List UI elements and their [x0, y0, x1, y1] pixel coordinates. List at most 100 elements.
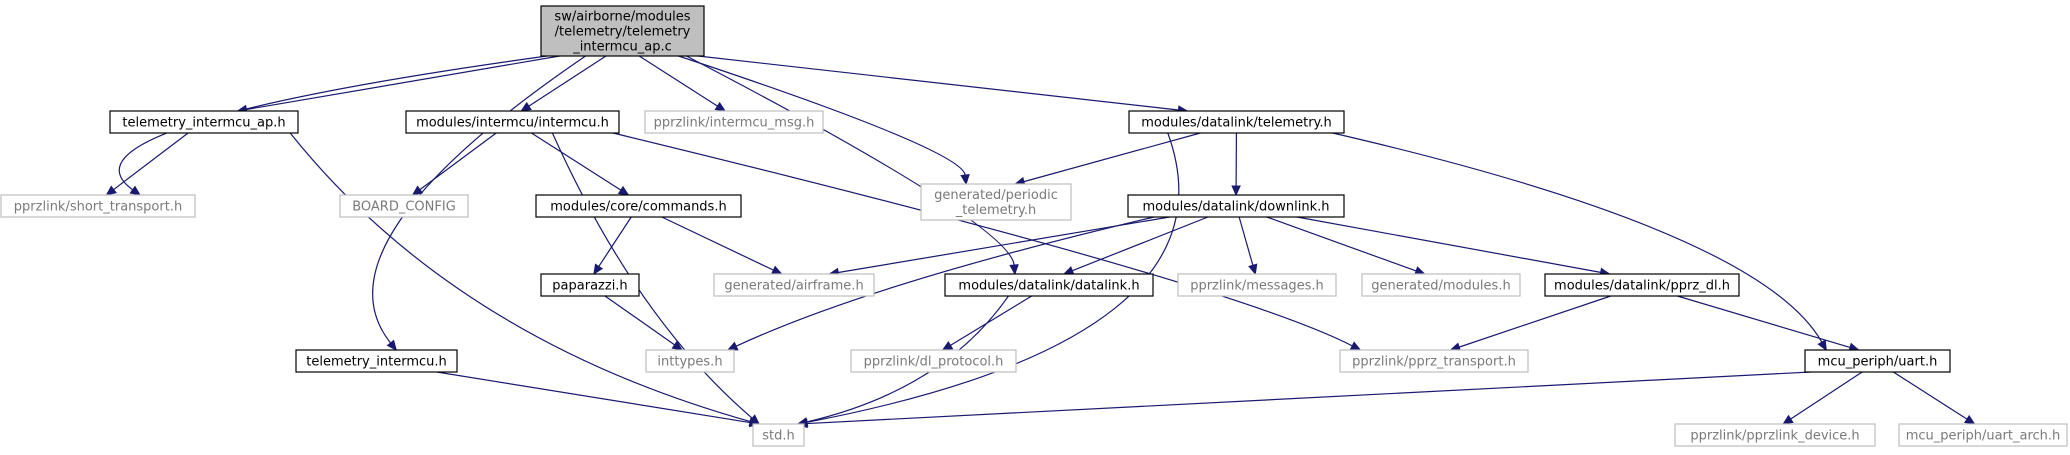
- node-datalink[interactable]: modules/datalink/datalink.h: [944, 273, 1154, 297]
- node-box: [1674, 423, 1876, 447]
- node-downlink[interactable]: modules/datalink/downlink.h: [1127, 194, 1345, 218]
- node-label: generated/periodic: [934, 188, 1058, 203]
- node-label: _intermcu_ap.c: [572, 40, 672, 55]
- arrowhead-icon: [1248, 263, 1258, 276]
- node-root[interactable]: sw/airborne/modules/telemetry/telemetry_…: [540, 5, 705, 57]
- node-uart[interactable]: mcu_periph/uart.h: [1804, 349, 1951, 373]
- node-box: [540, 273, 640, 297]
- edge-downlink-to-inttypes: [735, 216, 1155, 347]
- arrowhead-icon: [960, 174, 970, 186]
- edge-downlink-to-datalink: [1072, 216, 1209, 272]
- node-box: [1544, 273, 1740, 297]
- node-box: [109, 110, 299, 134]
- node-label: modules/core/commands.h: [550, 200, 726, 215]
- node-box: [752, 423, 805, 447]
- edge-dl-telemetry-to-periodic-tel: [1023, 132, 1201, 183]
- node-std: std.h: [752, 423, 805, 447]
- node-uart-arch: mcu_periph/uart_arch.h: [1898, 423, 2068, 447]
- edge-pprz-dl-to-uart: [1677, 295, 1851, 349]
- node-label: paparazzi.h: [552, 279, 627, 294]
- node-short-transport: pprzlink/short_transport.h: [0, 194, 196, 218]
- edge-uart-to-std: [806, 371, 1812, 425]
- node-commands[interactable]: modules/core/commands.h: [535, 194, 742, 218]
- node-label: inttypes.h: [657, 355, 722, 370]
- edge-root-to-datalink: [686, 55, 1015, 266]
- arrowhead-icon: [671, 340, 684, 351]
- arrowhead-icon: [129, 185, 141, 196]
- node-box: [713, 273, 875, 297]
- arrowhead-icon: [1231, 185, 1241, 197]
- node-box: [1127, 194, 1345, 218]
- node-box: [0, 194, 196, 218]
- node-label: BOARD_CONFIG: [352, 200, 456, 215]
- node-label: modules/datalink/pprz_dl.h: [1554, 279, 1730, 294]
- node-label: modules/datalink/telemetry.h: [1141, 116, 1332, 131]
- node-label: pprzlink/intermcu_msg.h: [654, 116, 815, 131]
- edge-root-to-intermcu-msg: [638, 55, 718, 107]
- arrowhead-icon: [1782, 414, 1794, 425]
- node-dl-protocol: pprzlink/dl_protocol.h: [850, 349, 1017, 373]
- node-label: pprzlink/short_transport.h: [14, 200, 182, 215]
- edge-root-to-tel-intermcu-h: [372, 55, 586, 344]
- arrowhead-icon: [1963, 414, 1976, 425]
- node-label: _telemetry.h: [955, 203, 1037, 218]
- node-label: modules/datalink/datalink.h: [958, 279, 1139, 294]
- node-messages: pprzlink/messages.h: [1177, 273, 1337, 297]
- edge-paparazzi-to-inttypes: [604, 295, 675, 346]
- arrowhead-icon: [1062, 266, 1075, 275]
- arrowhead-icon: [726, 341, 739, 351]
- arrowhead-icon: [386, 339, 397, 351]
- node-label: telemetry_intermcu_ap.h: [122, 116, 285, 131]
- node-label: sw/airborne/modules: [554, 10, 690, 25]
- node-label: pprzlink/dl_protocol.h: [864, 355, 1004, 370]
- node-box: [295, 349, 458, 373]
- node-box: [920, 183, 1072, 221]
- edge-root-to-dl-telemetry: [697, 55, 1179, 111]
- edge-uart-to-uart-arch: [1892, 371, 1968, 420]
- arrowhead-icon: [770, 265, 783, 275]
- node-label: modules/intermcu/intermcu.h: [416, 116, 609, 131]
- node-intermcu-h[interactable]: modules/intermcu/intermcu.h: [405, 110, 620, 134]
- node-board-config: BOARD_CONFIG: [339, 194, 469, 218]
- arrowhead-icon: [1817, 339, 1827, 352]
- arrowhead-icon: [105, 185, 117, 196]
- node-periodic-tel: generated/periodic_telemetry.h: [920, 183, 1072, 221]
- node-label: telemetry_intermcu.h: [306, 355, 447, 370]
- node-gen-modules: generated/modules.h: [1361, 273, 1521, 297]
- edge-dl-telemetry-to-std: [806, 132, 1180, 423]
- node-pprz-dl[interactable]: modules/datalink/pprz_dl.h: [1544, 273, 1740, 297]
- arrowhead-icon: [593, 263, 604, 276]
- node-label: generated/airframe.h: [724, 279, 863, 294]
- edge-commands-to-paparazzi: [598, 216, 632, 267]
- edge-datalink-to-std: [806, 295, 1009, 423]
- node-box: [540, 5, 705, 57]
- edge-commands-to-airframe: [661, 216, 774, 271]
- node-pprzlink-device: pprzlink/pprzlink_device.h: [1674, 423, 1876, 447]
- edge-tel-intermcu-h-to-std: [436, 371, 751, 424]
- edge-datalink-to-dl-protocol: [950, 295, 1032, 346]
- edge-root-to-periodic-tel: [678, 55, 966, 176]
- node-dl-telemetry[interactable]: modules/datalink/telemetry.h: [1128, 110, 1345, 134]
- arrowhead-icon: [411, 185, 424, 196]
- node-box: [535, 194, 742, 218]
- node-box: [405, 110, 620, 134]
- node-tel-intermcu-h[interactable]: telemetry_intermcu.h: [295, 349, 458, 373]
- node-label: modules/datalink/downlink.h: [1143, 200, 1330, 215]
- arrowhead-icon: [714, 101, 727, 112]
- arrowhead-icon: [520, 101, 532, 112]
- node-box: [1339, 349, 1529, 373]
- edge-dl-telemetry-to-uart: [1332, 132, 1823, 343]
- node-box: [339, 194, 469, 218]
- node-label: mcu_periph/uart_arch.h: [1906, 429, 2061, 444]
- node-label: pprzlink/messages.h: [1190, 279, 1324, 294]
- edge-intermcu-h-to-board-config: [419, 132, 497, 191]
- edge-intermcu-h-to-pprz-transport: [612, 132, 1353, 347]
- edge-tel-ap-h-to-short-transport: [113, 132, 189, 191]
- arrowhead-icon: [1349, 341, 1362, 351]
- node-tel-ap-h[interactable]: telemetry_intermcu_ap.h: [109, 110, 299, 134]
- edge-downlink-to-gen-modules: [1266, 216, 1417, 272]
- node-paparazzi[interactable]: paparazzi.h: [540, 273, 640, 297]
- node-label: /telemetry/telemetry: [555, 25, 691, 40]
- node-airframe: generated/airframe.h: [713, 273, 875, 297]
